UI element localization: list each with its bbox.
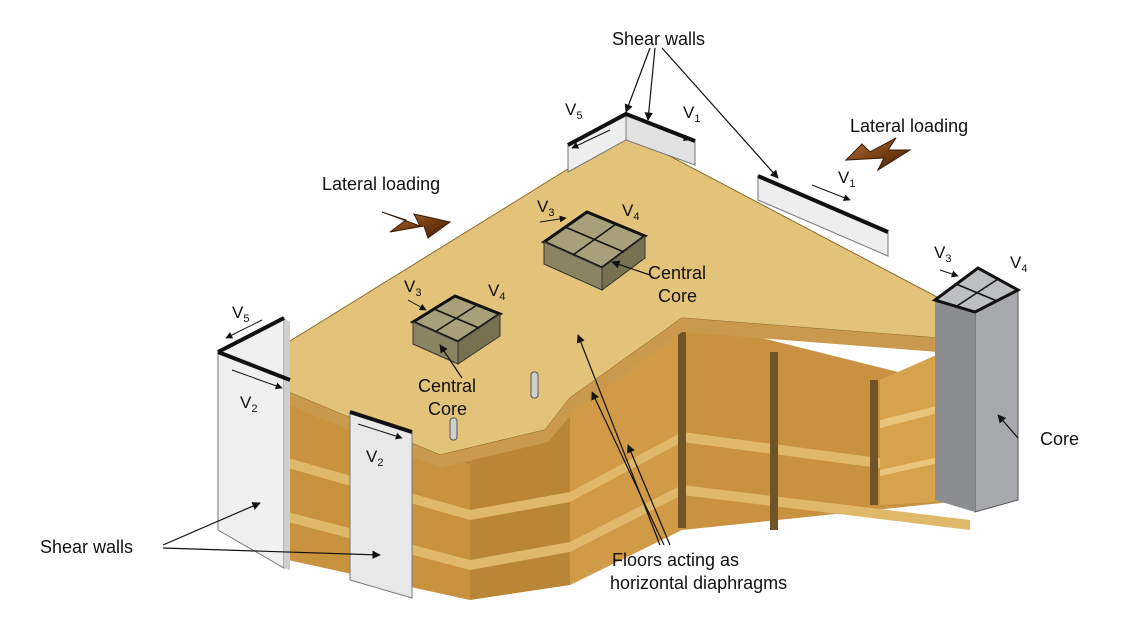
force-v2-inner: V2: [366, 447, 383, 469]
lateral-loading-right-label: Lateral loading: [850, 116, 968, 136]
roof-slab: [238, 132, 977, 468]
shear-wall-left-outer: [217, 316, 291, 570]
shear-walls-bottom-label: Shear walls: [40, 537, 133, 557]
floors-label-line2: horizontal diaphragms: [610, 573, 787, 593]
central-core-lower-label-2: Core: [428, 399, 467, 419]
core-label: Core: [1040, 429, 1079, 449]
force-v4-lower: V4: [488, 281, 505, 303]
column: [870, 380, 878, 505]
central-core-lower-label-1: Central: [418, 376, 476, 396]
force-v3-right: V3: [934, 243, 951, 265]
shear-wall-top-corner: [567, 111, 696, 173]
column: [678, 318, 686, 528]
force-v5-left: V5: [232, 303, 249, 325]
force-v3-upper: V3: [537, 197, 554, 219]
column: [770, 352, 778, 530]
central-core-upper-label-2: Core: [658, 286, 697, 306]
force-v4-upper: V4: [622, 201, 639, 223]
leader-lines: [162, 47, 1019, 559]
shear-walls-top-label: Shear walls: [612, 29, 705, 49]
force-arrows: [225, 123, 959, 440]
force-v1-top: V1: [683, 103, 700, 125]
force-v2-outer: V2: [240, 393, 257, 415]
central-core-upper-label-1: Central: [648, 263, 706, 283]
force-v1-right: V1: [838, 168, 855, 190]
shear-wall-top-right: [757, 174, 889, 257]
lateral-load-arrow-right: [844, 137, 912, 172]
right-core: [931, 266, 1022, 513]
posts: [449, 371, 539, 441]
force-v5-top: V5: [565, 100, 582, 122]
shear-wall-left-inner: [349, 410, 413, 599]
lateral-loading-left-label: Lateral loading: [322, 174, 440, 194]
force-v3-lower: V3: [404, 277, 421, 299]
central-core-upper: [540, 210, 649, 291]
force-labels: V5 V1 V1 V3 V4 V3 V4 V5 V2 V2 V3 V4: [232, 100, 1027, 469]
lateral-load-arrow-left: [381, 211, 452, 239]
floors-label-line1: Floors acting as: [612, 550, 739, 570]
force-v4-right: V4: [1010, 253, 1027, 275]
